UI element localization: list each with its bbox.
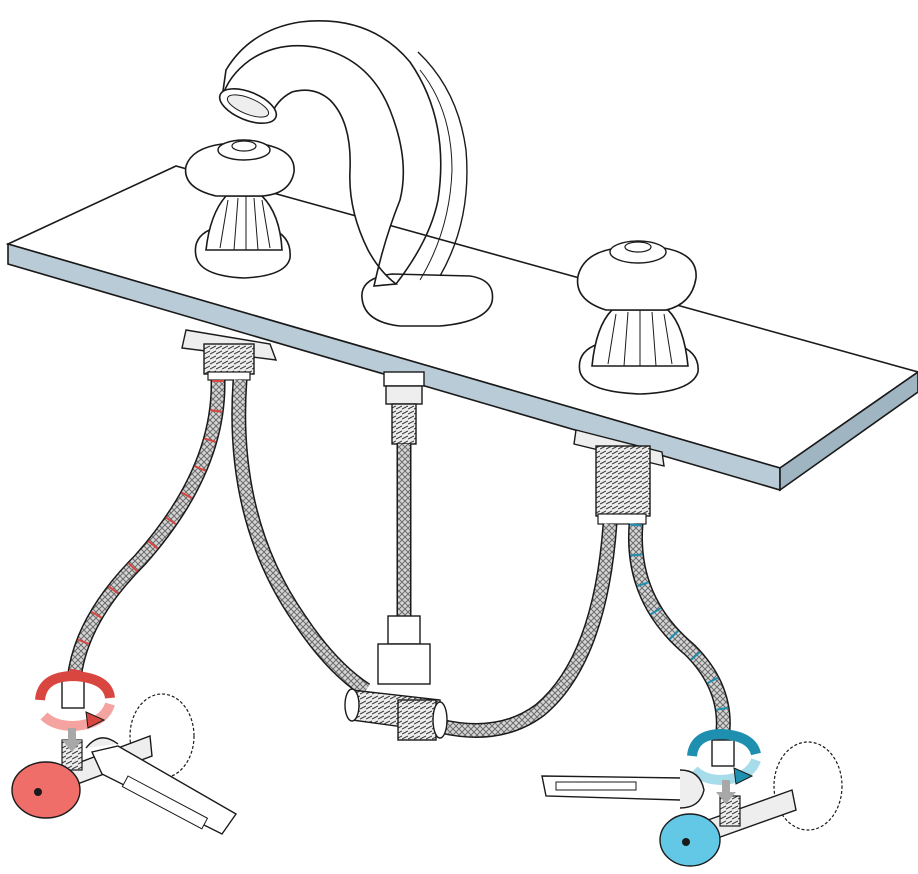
adjustable-wrench-icon	[542, 770, 704, 808]
hot-supply-hose	[74, 380, 218, 680]
cold-to-tee-hose	[440, 524, 610, 730]
center-valve-body	[384, 372, 424, 444]
hot-to-tee-hose	[239, 380, 366, 690]
cold-supply-hose	[635, 524, 723, 740]
